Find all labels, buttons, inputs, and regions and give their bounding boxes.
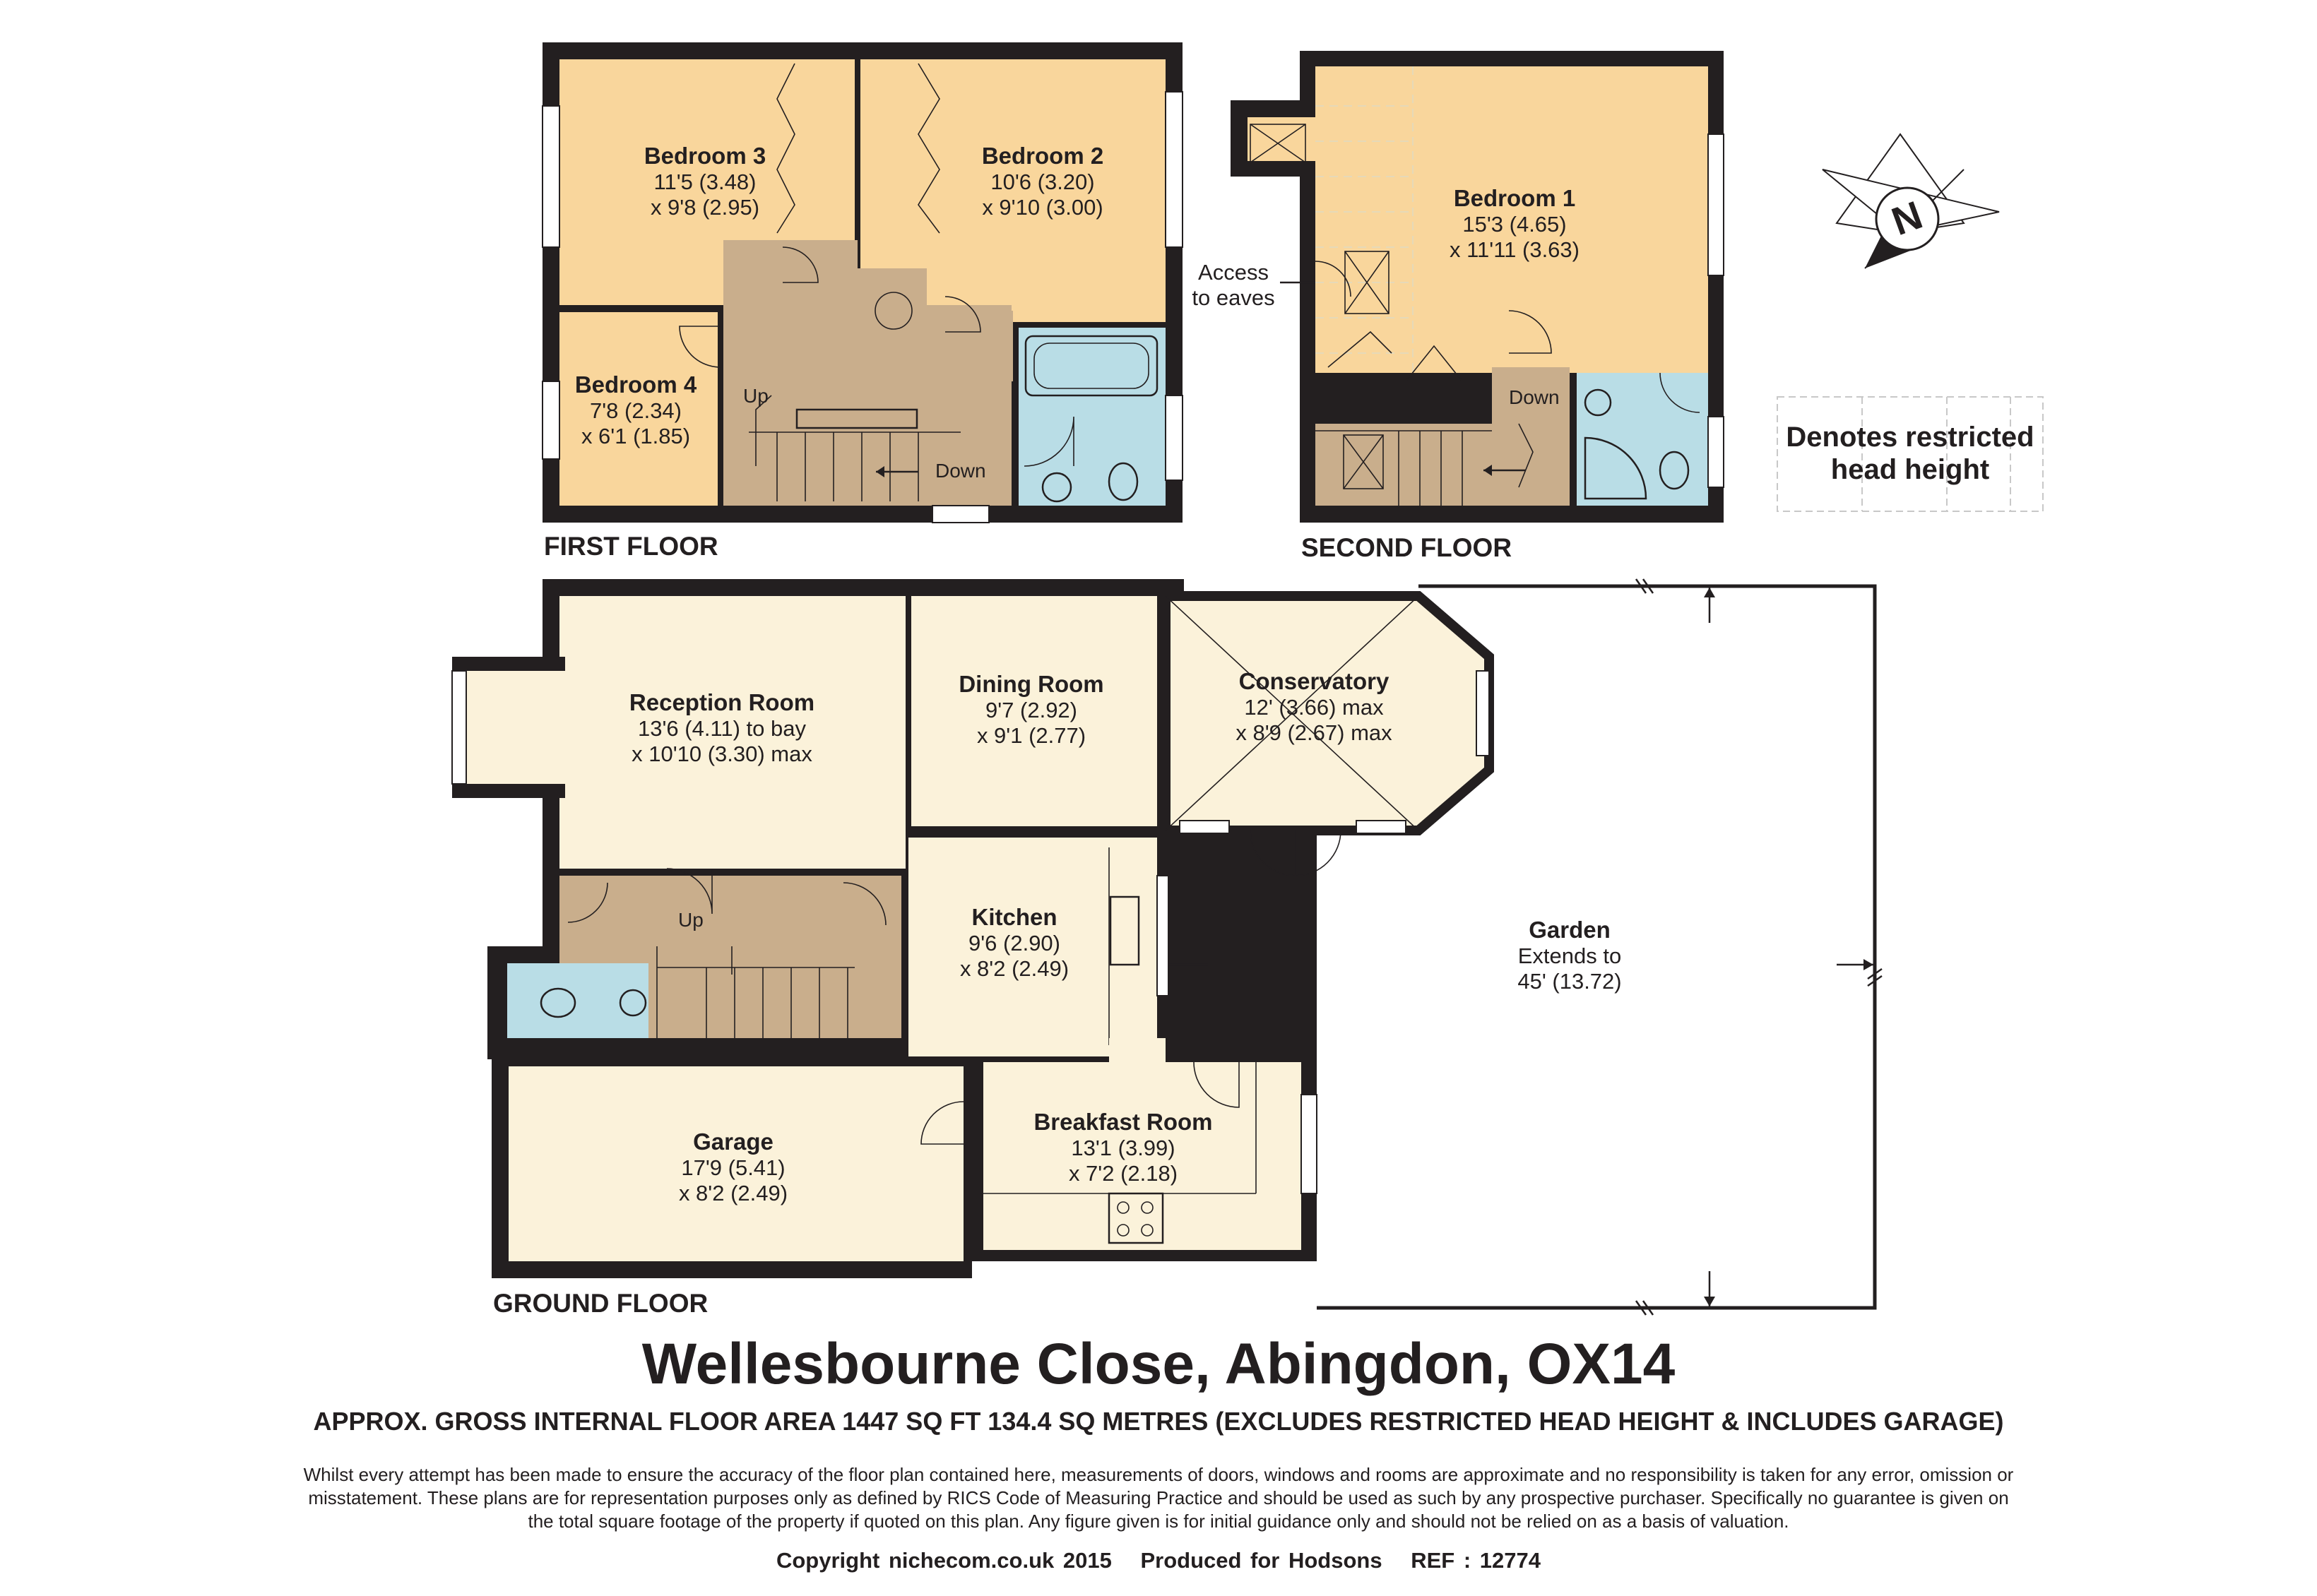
conservatory-dim2: x 8'9 (2.67) max <box>1235 720 1392 745</box>
breakfast-room-dim1: 13'1 (3.99) <box>1071 1136 1175 1160</box>
garage <box>509 1066 964 1261</box>
bedroom-1-name: Bedroom 1 <box>1454 185 1575 211</box>
reception-room-dim2: x 10'10 (3.30) max <box>632 742 812 766</box>
breakfast-room <box>983 1062 1301 1250</box>
garden-dim2: 45' (13.72) <box>1517 969 1621 994</box>
ground-floor-plan <box>451 579 1494 1278</box>
bedroom-2-dim2: x 9'10 (3.00) <box>982 195 1103 220</box>
reference: REF : 12774 <box>1411 1548 1541 1573</box>
reception-room <box>559 596 906 869</box>
bedroom-4-dim1: 7'8 (2.34) <box>590 398 682 423</box>
garage-dim1: 17'9 (5.41) <box>681 1155 785 1180</box>
dining-room-name: Dining Room <box>959 671 1103 697</box>
hall-up-label: Up <box>678 909 704 931</box>
restricted-height-legend <box>1777 396 2044 512</box>
bedroom-3-dim1: 11'5 (3.48) <box>654 169 757 194</box>
second-floor-down-label: Down <box>1509 386 1560 408</box>
bedroom-1 <box>1315 66 1708 373</box>
kitchen-dim2: x 8'2 (2.49) <box>960 956 1069 981</box>
produced-for: Produced for Hodsons <box>1140 1548 1382 1573</box>
kitchen-name: Kitchen <box>971 904 1057 930</box>
floor-plan: Up Down Bedroom 3 11'5 (3.48) x 9'8 (2.9… <box>451 42 2044 1318</box>
kitchen <box>908 838 1157 1056</box>
dining-room <box>911 596 1157 826</box>
bedroom-4-name: Bedroom 4 <box>575 371 697 398</box>
copyright: Copyright nichecom.co.uk 2015 <box>776 1548 1112 1573</box>
first-floor-label: FIRST FLOOR <box>544 532 718 561</box>
dining-room-dim2: x 9'1 (2.77) <box>977 723 1086 748</box>
bedroom-4 <box>559 312 718 506</box>
garden <box>1317 578 1883 1316</box>
up-label: Up <box>743 385 769 407</box>
first-floor-plan: Up Down <box>542 42 1183 523</box>
property-title: Wellesbourne Close, Abingdon, OX14 <box>641 1332 1676 1396</box>
bedroom-4-dim2: x 6'1 (1.85) <box>581 424 690 448</box>
bedroom-1-dim1: 15'3 (4.65) <box>1462 212 1566 237</box>
bedroom-2-dim1: 10'6 (3.20) <box>990 169 1094 194</box>
ground-floor-label: GROUND FLOOR <box>493 1289 708 1318</box>
garden-dim1: Extends to <box>1518 943 1621 968</box>
kitchen-dim1: 9'6 (2.90) <box>968 931 1060 955</box>
bedroom-3-name: Bedroom 3 <box>644 143 766 169</box>
second-floor-plan: Down <box>1231 51 1724 523</box>
footer: Copyright nichecom.co.uk 2015 Produced f… <box>0 1548 2317 1573</box>
conservatory-dim1: 12' (3.66) max <box>1244 695 1384 720</box>
breakfast-room-dim2: x 7'2 (2.18) <box>1069 1161 1178 1186</box>
north-compass-icon: N <box>1822 133 2000 269</box>
reception-room-name: Reception Room <box>629 689 814 715</box>
conservatory-name: Conservatory <box>1239 668 1389 694</box>
bedroom-3-dim2: x 9'8 (2.95) <box>651 195 759 220</box>
legend-line2: head height <box>1831 454 1989 485</box>
second-floor-label: SECOND FLOOR <box>1301 533 1512 562</box>
breakfast-room-name: Breakfast Room <box>1033 1109 1212 1135</box>
bedroom-2-name: Bedroom 2 <box>982 143 1103 169</box>
cloakroom <box>507 963 648 1038</box>
floor-area-note: APPROX. GROSS INTERNAL FLOOR AREA 1447 S… <box>313 1407 2004 1436</box>
access-eaves-line2: to eaves <box>1192 285 1274 310</box>
reception-room-dim1: 13'6 (4.11) to bay <box>638 716 806 741</box>
second-floor-landing <box>1492 367 1570 506</box>
legend-line1: Denotes restricted <box>1786 422 2034 453</box>
garden-name: Garden <box>1529 917 1611 943</box>
bedroom-1-dim2: x 11'11 (3.63) <box>1450 237 1580 262</box>
disclaimer: Whilst every attempt has been made to en… <box>303 1464 2014 1532</box>
down-label: Down <box>935 460 986 482</box>
access-eaves-line1: Access <box>1198 260 1269 285</box>
garage-name: Garage <box>693 1128 774 1155</box>
dining-room-dim1: 9'7 (2.92) <box>985 698 1077 722</box>
first-floor-bathroom <box>1019 328 1166 506</box>
garage-dim2: x 8'2 (2.49) <box>679 1181 788 1205</box>
